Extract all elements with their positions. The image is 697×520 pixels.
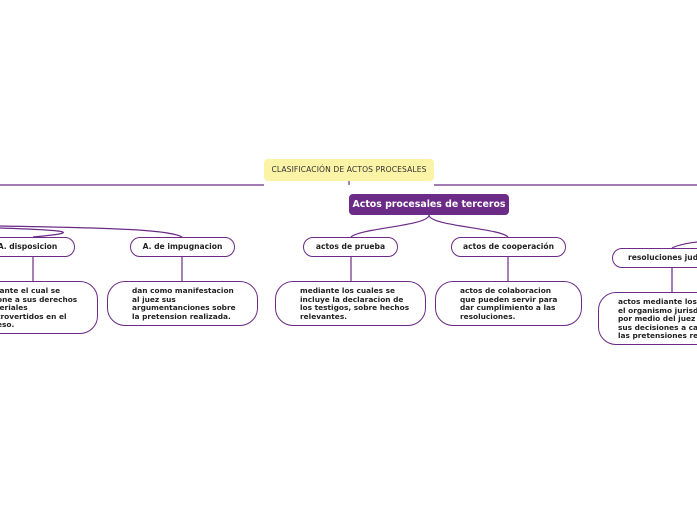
- root-node[interactable]: CLASIFICACIÓN DE ACTOS PROCESALES: [264, 159, 434, 181]
- connector-disposicion: [0, 227, 65, 238]
- subtopic-disposicion[interactable]: A. disposicion: [0, 237, 75, 257]
- subtopic-cooperacion[interactable]: actos de cooperación: [451, 237, 566, 257]
- subtopic-resoluciones[interactable]: resoluciones judic: [612, 248, 697, 268]
- subtopic-impugnacion[interactable]: A. de impugnacion: [130, 237, 235, 257]
- connector-impugnacion: [0, 225, 183, 238]
- description-cooperacion[interactable]: actos de colaboracion que pueden servir …: [435, 281, 582, 326]
- subtopic-prueba[interactable]: actos de prueba: [303, 237, 398, 257]
- connector-to-resoluciones: [671, 241, 697, 249]
- main-topic-node[interactable]: Actos procesales de terceros: [349, 194, 509, 215]
- connector-to-prueba: [350, 214, 430, 238]
- description-disposicion[interactable]: iante el cual se one a sus derechos ieri…: [0, 281, 98, 334]
- description-resoluciones[interactable]: actos mediante los c el organismo jurisd…: [598, 292, 697, 345]
- connector-to-cooperacion: [428, 214, 509, 238]
- description-prueba[interactable]: mediante los cuales se incluye la declar…: [275, 281, 426, 326]
- description-impugnacion[interactable]: dan como manifestacion al juez sus argum…: [107, 281, 258, 326]
